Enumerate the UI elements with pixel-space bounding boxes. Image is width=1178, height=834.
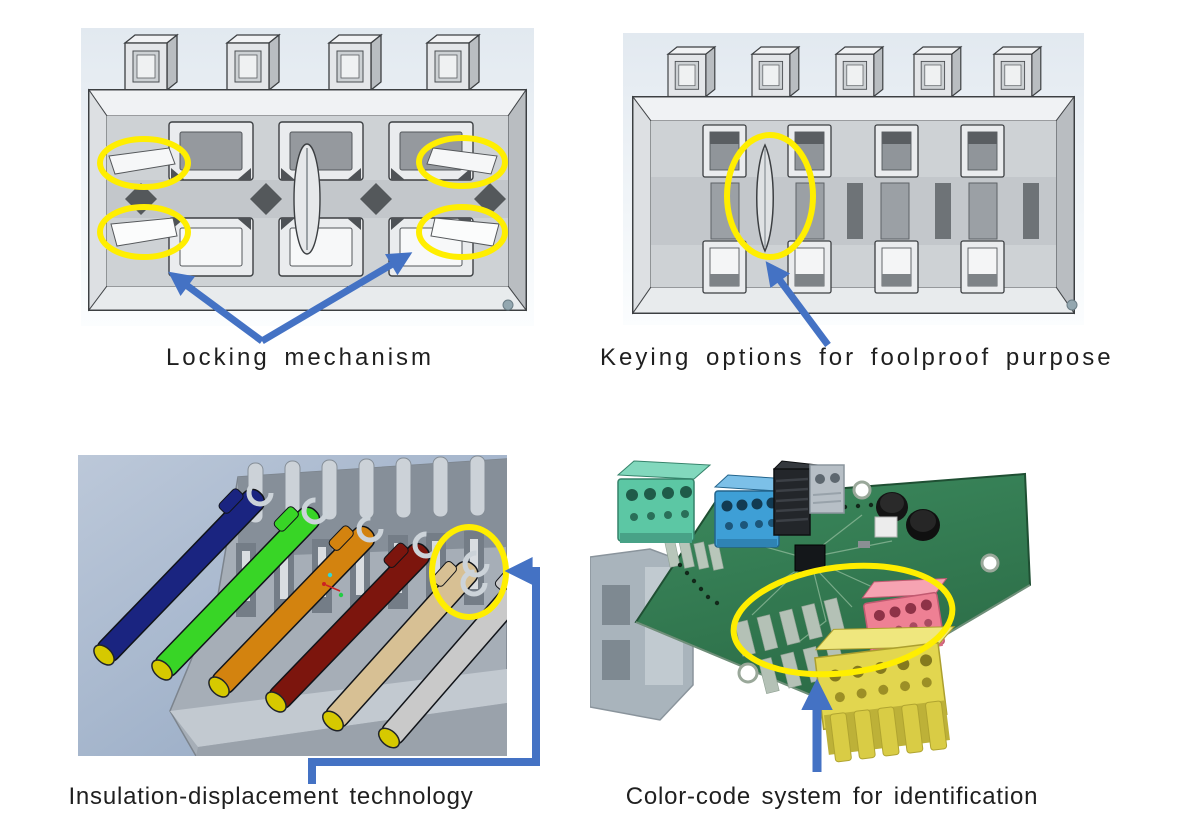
black-connector xyxy=(772,460,820,536)
smd-component xyxy=(858,541,870,548)
pcb-pads xyxy=(664,539,724,571)
teal-connector xyxy=(616,460,712,543)
idc-figure xyxy=(78,455,507,756)
capacitor xyxy=(906,509,940,541)
connector-housing xyxy=(632,95,1075,315)
locking-caption: Locking mechanism xyxy=(165,344,435,371)
keying-caption: Keying options for foolproof purpose xyxy=(600,344,1114,371)
connector-housing xyxy=(88,88,527,312)
cad-origin-dot xyxy=(1066,299,1078,311)
cad-origin-dot xyxy=(502,299,514,311)
idc-wire-blue xyxy=(93,488,266,666)
white-component xyxy=(874,516,898,538)
idc-cad-image xyxy=(78,455,507,756)
idc-caption: Insulation-displacement technology xyxy=(68,783,474,810)
keying-cad-image xyxy=(623,33,1084,325)
keying-figure xyxy=(623,33,1084,325)
locking-figure xyxy=(81,28,534,326)
capacitor xyxy=(876,492,908,522)
locking-cad-image xyxy=(81,28,534,326)
idc-wire-green xyxy=(151,506,321,681)
pcb-photo xyxy=(590,460,1032,763)
yellow-connector xyxy=(814,626,956,763)
small-gray-connector xyxy=(809,464,845,514)
colorcode-caption: Color-code system for identification xyxy=(625,783,1039,810)
colorcode-figure xyxy=(590,445,1090,777)
pcb-chip xyxy=(794,544,826,572)
